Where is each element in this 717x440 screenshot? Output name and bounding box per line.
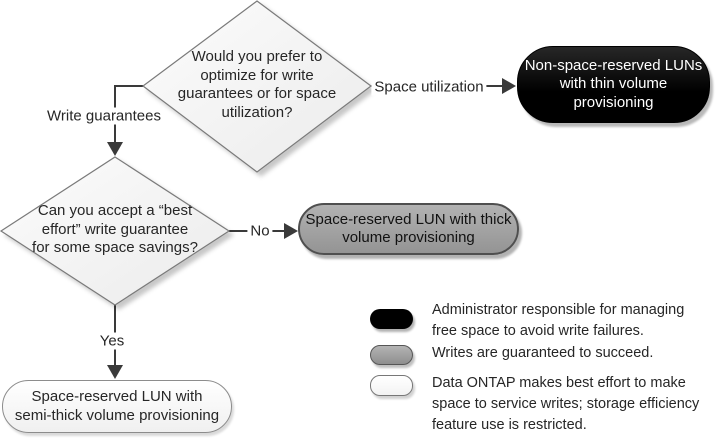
legend-text-white: Data ONTAP makes best effort to make spa…	[432, 375, 700, 433]
legend-text-black: Administrator responsible for managing f…	[432, 302, 685, 339]
arrowhead-right-to-gray-box	[284, 223, 298, 239]
arrowheads	[107, 78, 516, 379]
decision-best-effort-text: Can you accept a “best effort” write gua…	[32, 202, 198, 256]
edge-label-yes: Yes	[96, 332, 128, 350]
legend-text-gray: Writes are guaranteed to succeed.	[432, 345, 654, 361]
edge-label-no: No	[247, 222, 273, 240]
outcome-box-thin-provisioning: Non-space-reserved LUNs with thin volume…	[517, 46, 710, 123]
outcome-box-thick-provisioning: Space-reserved LUN with thick volume pro…	[298, 203, 519, 255]
legend-swatch-black	[370, 309, 413, 329]
edge-label-write-guarantees: Write guarantees	[44, 107, 164, 125]
decision-diamond-optimize	[141, 0, 373, 173]
edge-label-space-utilization: Space utilization	[371, 78, 487, 96]
decision-optimize-text: Would you prefer to optimize for write g…	[177, 48, 337, 121]
arrowhead-down-to-white-box	[107, 365, 123, 379]
legend-swatch-white	[370, 375, 413, 396]
legend-swatch-gray	[370, 345, 413, 365]
arrowhead-right-to-black-box	[502, 78, 516, 94]
outcome-box-semi-thick-provisioning: Space-reserved LUN with semi-thick volum…	[2, 380, 232, 433]
arrowhead-down-to-decision2	[107, 142, 123, 156]
decision-diamond-best-effort	[0, 156, 231, 306]
